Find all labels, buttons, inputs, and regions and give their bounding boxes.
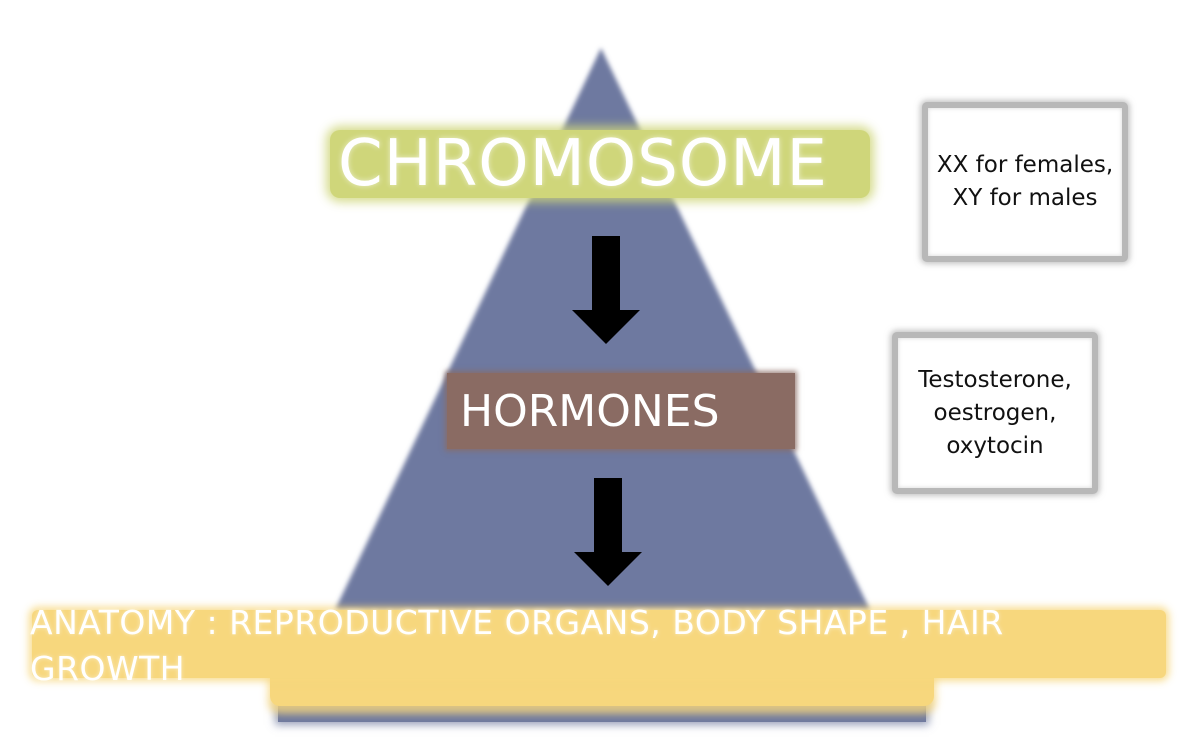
hormones-band [447,373,795,449]
chromosome-note-line: XX for females, [936,152,1114,178]
hormones-note-box: Testosterone, oestrogen, oxytocin [892,332,1098,494]
arrow-hormones-to-anatomy [570,478,646,590]
hormones-note-line: oestrogen, [933,399,1057,426]
hormones-label: HORMONES [460,386,720,437]
anatomy-label: ANATOMY : REPRODUCTIVE ORGANS, BODY SHAP… [30,603,1004,688]
chromosome-label: CHROMOSOME [338,127,828,201]
hormones-note-line: Testosterone, [918,366,1072,393]
hormones-note-line: oxytocin [946,432,1044,459]
chromosome-note-line: XY for males [952,185,1098,211]
chromosome-note-box: XX for females, XY for males [922,102,1128,262]
chromosome-band [330,130,870,198]
anatomy-band [32,610,1166,678]
arrow-chromosome-to-hormones [568,236,644,348]
